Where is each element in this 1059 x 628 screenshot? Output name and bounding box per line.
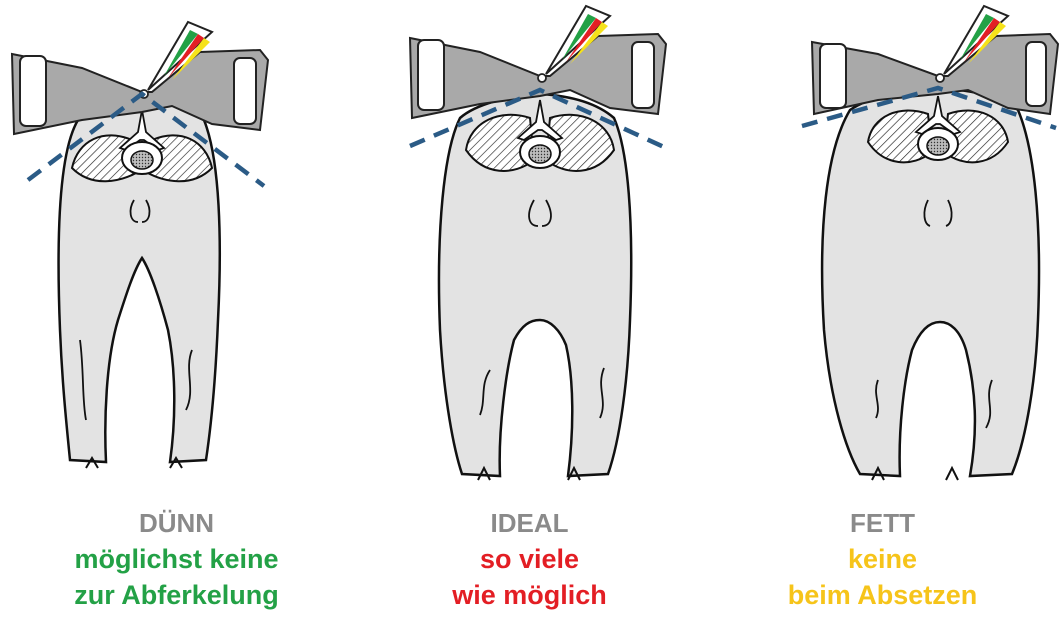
panel-fat: FETT keine beim Absetzen bbox=[706, 0, 1059, 628]
caption-thin: DÜNN möglichst keine zur Abferkelung bbox=[0, 505, 353, 613]
recommendation-line-2: wie möglich bbox=[353, 577, 706, 613]
recommendation-line-1: keine bbox=[706, 541, 1059, 577]
condition-title: IDEAL bbox=[353, 505, 706, 541]
recommendation-line-1: möglichst keine bbox=[0, 541, 353, 577]
caption-ideal: IDEAL so viele wie möglich bbox=[353, 505, 706, 613]
recommendation-line-2: zur Abferkelung bbox=[0, 577, 353, 613]
recommendation-line-1: so viele bbox=[353, 541, 706, 577]
caption-fat: FETT keine beim Absetzen bbox=[706, 505, 1059, 613]
recommendation-line-2: beim Absetzen bbox=[706, 577, 1059, 613]
condition-title: DÜNN bbox=[0, 505, 353, 541]
condition-title: FETT bbox=[706, 505, 1059, 541]
panel-thin: DÜNN möglichst keine zur Abferkelung bbox=[0, 0, 353, 628]
panel-ideal: IDEAL so viele wie möglich bbox=[353, 0, 706, 628]
